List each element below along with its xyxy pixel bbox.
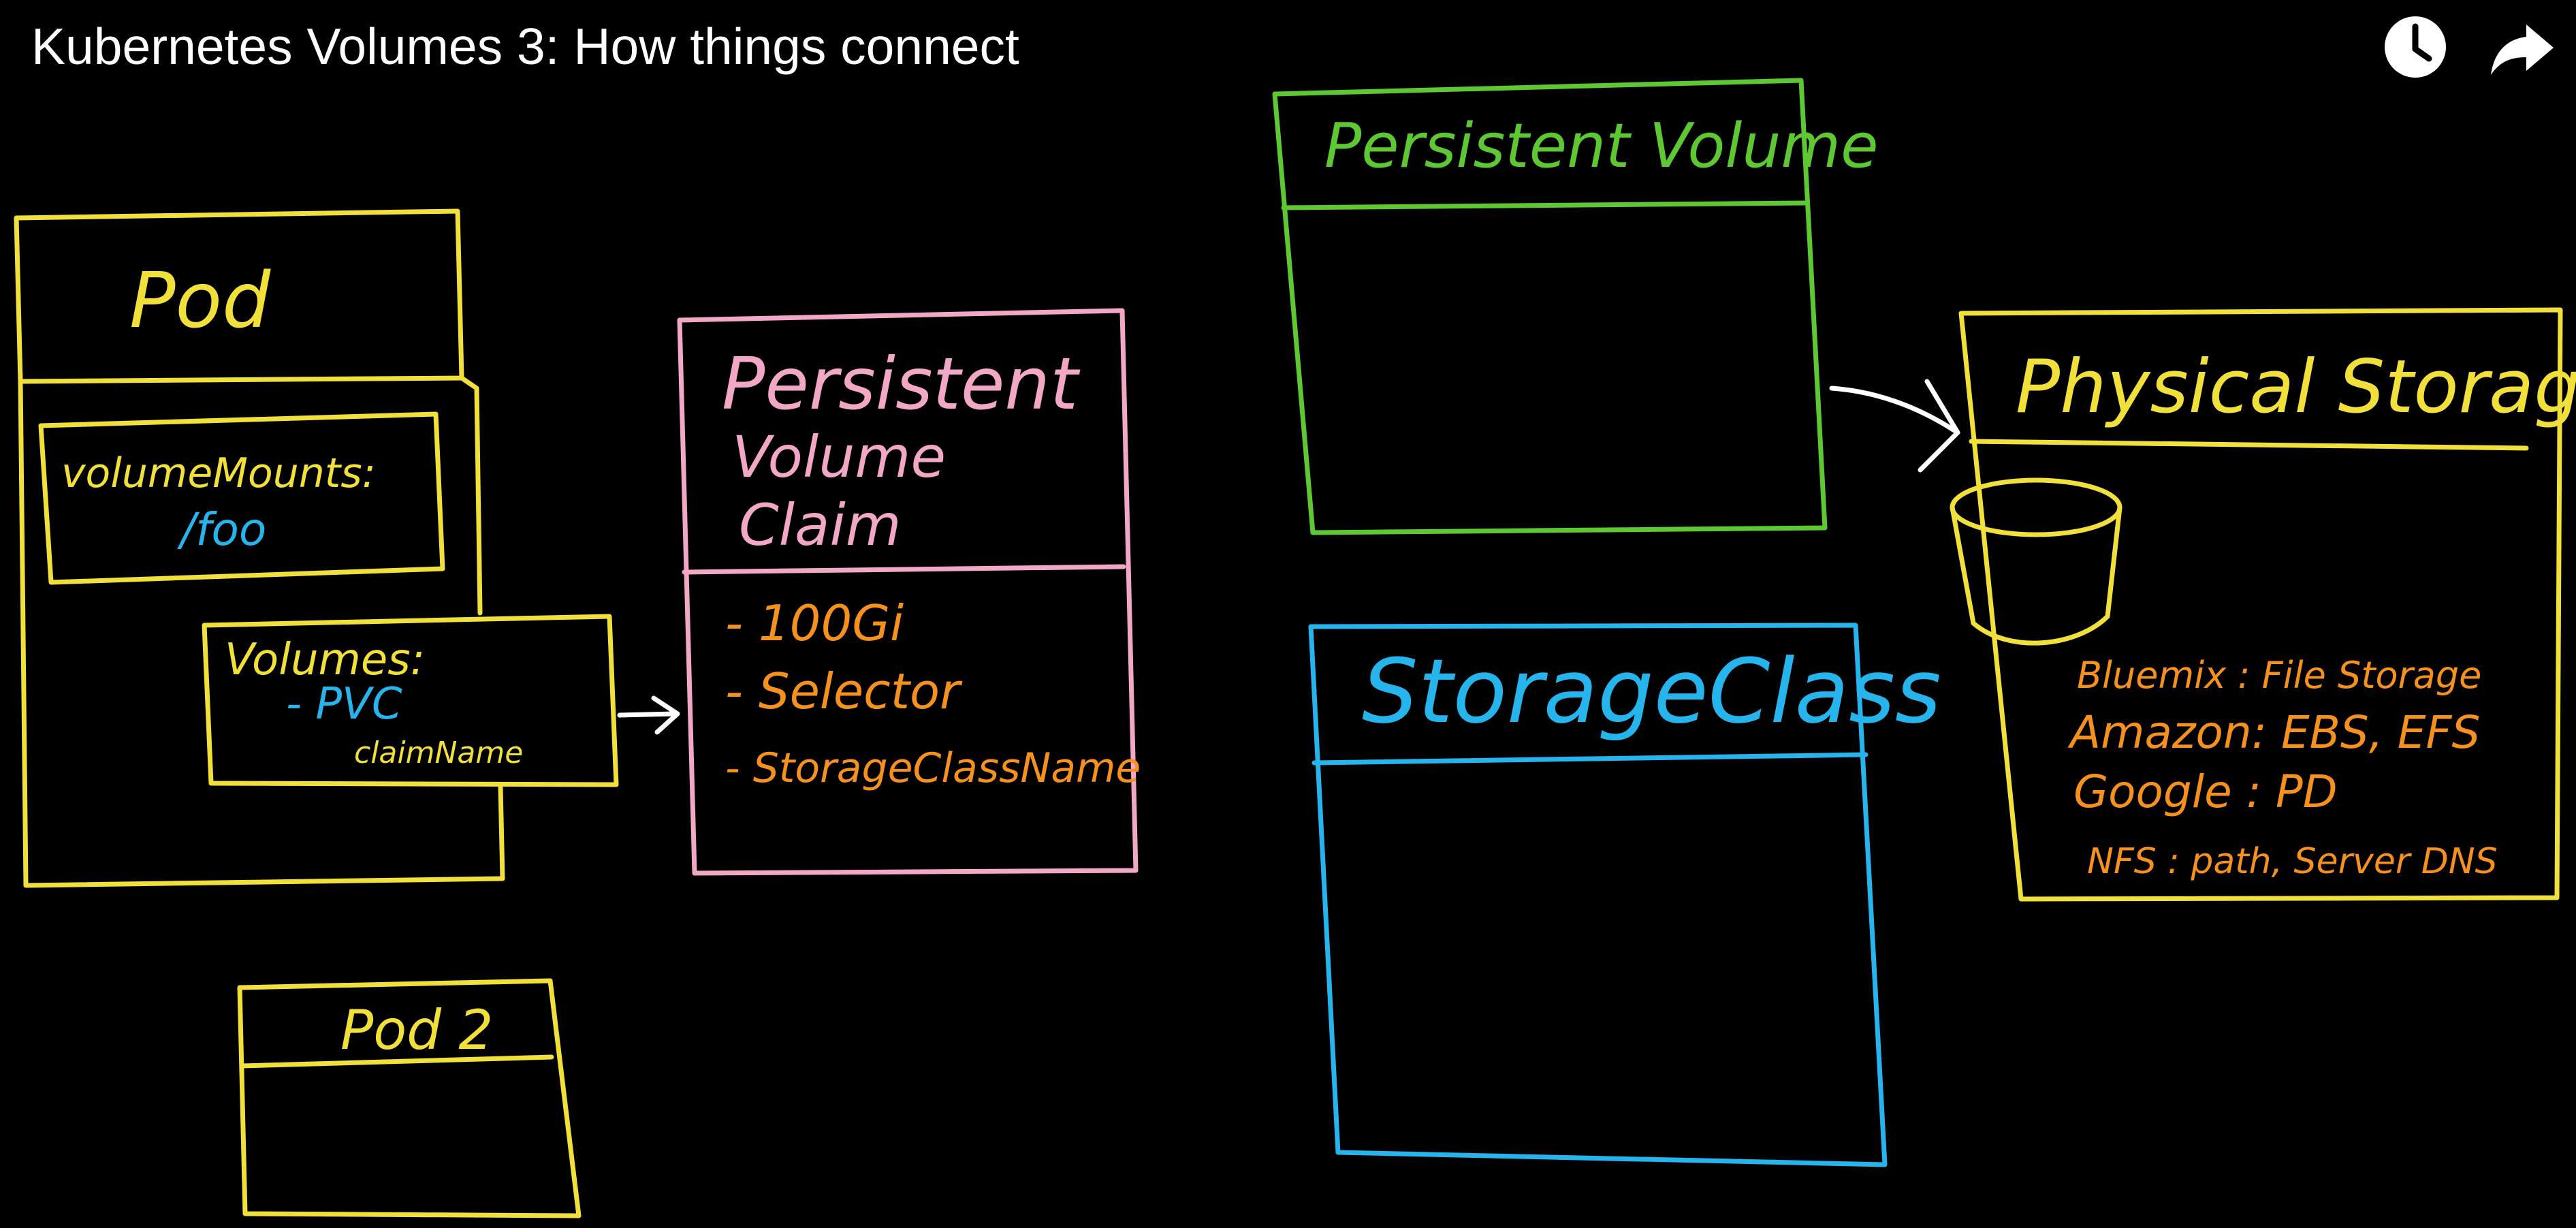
storage-class-title: StorageClass: [1362, 640, 1941, 743]
arrow-volumes-to-pvc: [617, 695, 680, 735]
provider-nfs: NFS : path, Server DNS: [2087, 841, 2498, 882]
pod2-box: [237, 978, 582, 1218]
pvc-title-line-3: Claim: [739, 492, 902, 558]
pvc-box: [677, 308, 1139, 876]
share-button[interactable]: [2485, 10, 2560, 84]
volumes-pvc-item: - PVC: [286, 679, 402, 729]
pod2-title: Pod 2: [340, 998, 493, 1062]
pvc-item-capacity: - 100Gi: [725, 595, 904, 652]
physical-storage-box: [1958, 307, 2563, 902]
volumes-box: [202, 614, 619, 787]
pv-title: Persistent Volume: [1324, 110, 1878, 182]
provider-google: Google : PD: [2073, 766, 2338, 818]
pvc-item-selector: - Selector: [725, 663, 963, 720]
pod-title: Pod: [129, 257, 271, 345]
volumes-label: Volumes:: [225, 635, 425, 685]
provider-amazon: Amazon: EBS, EFS: [2067, 706, 2480, 759]
volume-mounts-label: volumeMounts:: [61, 450, 376, 497]
pvc-item-storage-class-name: - StorageClassName: [725, 744, 1141, 792]
physical-storage-title: Physical Storage: [2016, 345, 2576, 430]
watch-later-button[interactable]: [2378, 10, 2453, 84]
pod-box: [14, 208, 505, 888]
claim-name-label: claimName: [354, 736, 523, 770]
pvc-title-line-1: Persistent: [722, 343, 1081, 426]
pv-box: [1272, 78, 1828, 535]
provider-bluemix: Bluemix : File Storage: [2077, 654, 2481, 697]
video-title: Kubernetes Volumes 3: How things connect: [31, 18, 1019, 75]
mount-path: /foo: [177, 503, 266, 556]
storage-class-box: [1308, 623, 1888, 1167]
database-cylinder-icon: [1950, 477, 2122, 646]
volume-mounts-box: [38, 411, 445, 585]
pvc-title-line-2: Volume: [732, 424, 946, 490]
share-arrow-icon: [2491, 25, 2554, 75]
arrow-pv-to-physical: [1829, 379, 1960, 473]
clock-icon: [2385, 16, 2446, 78]
